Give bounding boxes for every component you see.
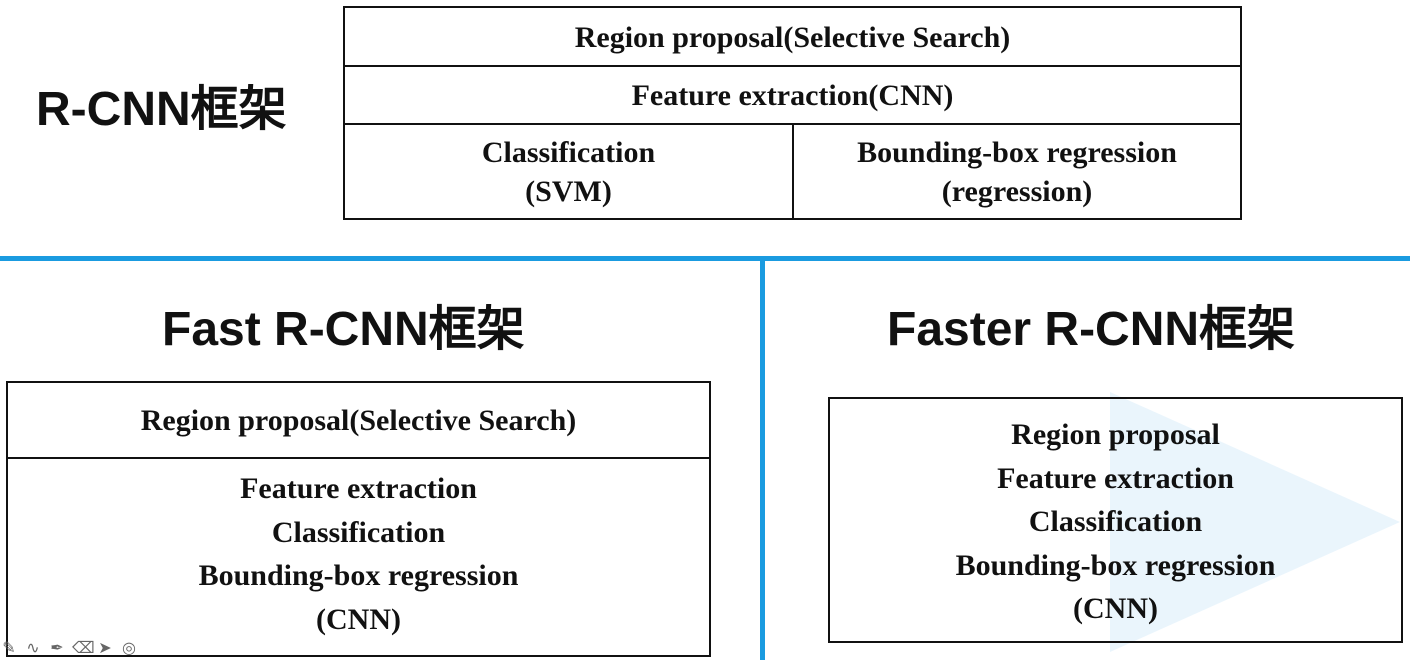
marker-icon[interactable]: ✒	[50, 637, 64, 657]
rcnn-heading: R-CNN框架	[36, 83, 287, 136]
watermark-arrow	[1110, 392, 1400, 652]
rcnn-feature-extraction-text: Feature extraction(CNN)	[631, 79, 954, 112]
rcnn-bbox-regression-text: Bounding-box regression	[857, 135, 1177, 169]
faster-classification-text: Classification	[1028, 505, 1203, 538]
target-icon[interactable]: ◎	[122, 637, 136, 657]
faster-rcnn-heading: Faster R-CNN框架	[887, 303, 1296, 356]
rcnn-bbox-regression-cell: Bounding-box regression (regression)	[794, 125, 1240, 218]
rcnn-region-proposal-cell: Region proposal(Selective Search)	[345, 8, 1240, 66]
fast-cnn-cell: Feature extraction Classification Boundi…	[8, 467, 709, 647]
fast-rcnn-pipeline-table: Region proposal(Selective Search) Featur…	[6, 381, 711, 657]
rcnn-classification-text: Classification	[481, 135, 656, 169]
faster-cnn-text: (CNN)	[1073, 592, 1158, 625]
fast-rcnn-heading: Fast R-CNN框架	[162, 303, 525, 356]
rcnn-row-divider-2	[345, 123, 1240, 125]
fast-bbox-regression-text: Bounding-box regression	[198, 559, 519, 592]
pen-icon[interactable]: ✎	[2, 637, 16, 657]
eraser-icon[interactable]: ⌫	[72, 637, 95, 657]
pointer-icon[interactable]: ➤	[98, 637, 112, 657]
rcnn-svm-text: (SVM)	[525, 174, 612, 208]
rcnn-regression-text: (regression)	[941, 174, 1093, 208]
rcnn-feature-extraction-cell: Feature extraction(CNN)	[345, 67, 1240, 124]
rcnn-row-divider-1	[345, 65, 1240, 67]
rcnn-column-divider	[792, 125, 794, 218]
faster-cnn-cell: Region proposal Feature extraction Class…	[830, 413, 1401, 633]
rcnn-classification-cell: Classification (SVM)	[345, 125, 792, 218]
fast-region-proposal-text: Region proposal(Selective Search)	[140, 403, 577, 437]
faster-bbox-regression-text: Bounding-box regression	[955, 548, 1276, 582]
fast-region-proposal-cell: Region proposal(Selective Search)	[8, 383, 709, 457]
horizontal-separator	[0, 256, 1410, 261]
fast-row-divider	[8, 457, 709, 459]
fast-cnn-text: (CNN)	[316, 602, 401, 636]
curve-icon[interactable]: ∿	[26, 637, 40, 657]
fast-classification-text: Classification	[271, 515, 446, 549]
rcnn-pipeline-table: Region proposal(Selective Search) Featur…	[343, 6, 1242, 220]
faster-feature-extraction-text: Feature extraction	[997, 461, 1234, 495]
faster-rcnn-pipeline-box: Region proposal Feature extraction Class…	[828, 397, 1403, 643]
fast-feature-extraction-text: Feature extraction	[240, 472, 477, 505]
rcnn-region-proposal-text: Region proposal(Selective Search)	[574, 20, 1011, 54]
faster-region-proposal-text: Region proposal	[1011, 418, 1220, 451]
vertical-separator	[760, 261, 765, 660]
presentation-toolbar: ✎ ∿ ✒ ⌫ ➤ ◎	[0, 636, 138, 658]
